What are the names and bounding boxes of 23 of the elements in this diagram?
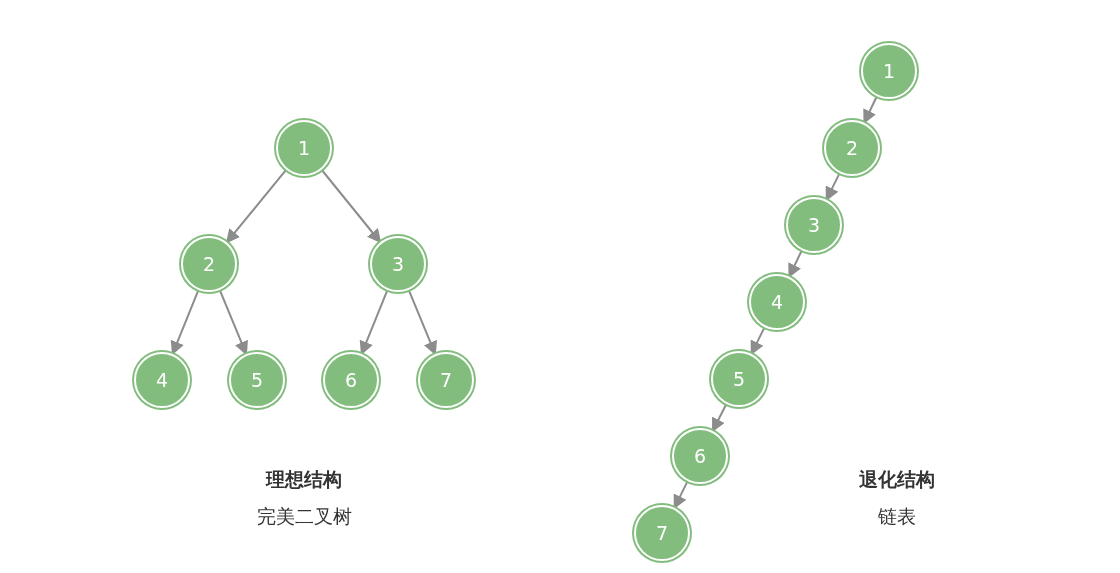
structure-heading: 理想结构 — [266, 467, 342, 492]
tree-node: 3 — [370, 236, 426, 292]
structure-heading: 退化结构 — [859, 467, 935, 492]
structure-caption: 完美二叉树 — [256, 504, 352, 529]
tree-node: 1 — [276, 120, 332, 176]
tree-node: 3 — [786, 197, 842, 253]
tree-node: 5 — [711, 351, 767, 407]
tree-node: 5 — [229, 352, 285, 408]
tree-node: 4 — [749, 274, 805, 330]
tree-node: 6 — [672, 428, 728, 484]
arrow — [788, 249, 803, 278]
tree-node: 2 — [824, 120, 880, 176]
tree-node: 4 — [134, 352, 190, 408]
arrow — [225, 168, 288, 244]
tree-node: 7 — [418, 352, 474, 408]
tree-node: 1 — [861, 43, 917, 99]
arrow — [320, 168, 382, 244]
tree-node: 7 — [634, 505, 690, 561]
structure-caption: 链表 — [878, 504, 916, 529]
arrow — [863, 95, 878, 124]
arrow — [711, 403, 728, 433]
tree-node: 6 — [323, 352, 379, 408]
tree-node: 2 — [181, 236, 237, 292]
